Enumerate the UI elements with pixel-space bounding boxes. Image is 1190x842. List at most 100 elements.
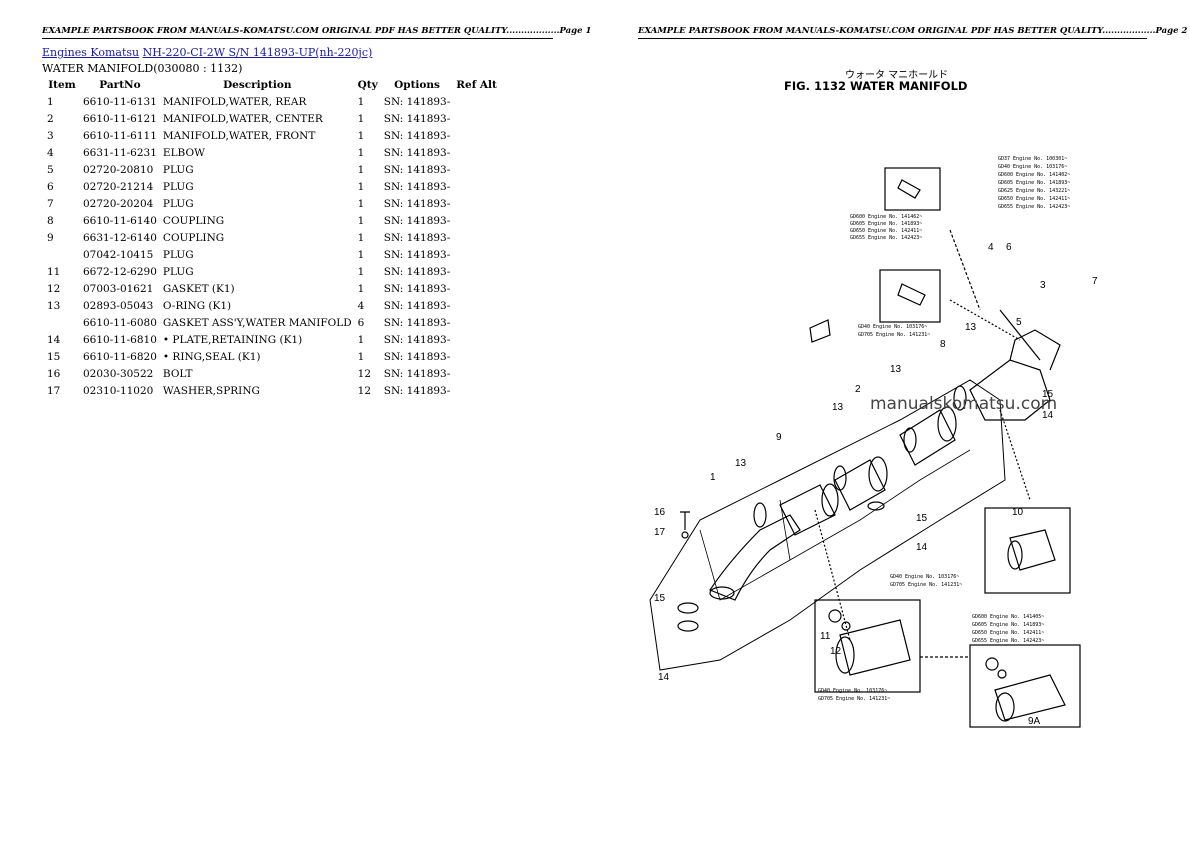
col-header-options: Options <box>394 79 440 91</box>
cell-item: 14 <box>47 333 61 346</box>
cell-options: SN: 141893- <box>383 112 451 125</box>
svg-text:11: 11 <box>820 631 831 642</box>
cell-qty: 1 <box>357 350 365 363</box>
cell-ref-alt <box>453 280 500 297</box>
cell-ref-alt <box>453 263 500 280</box>
cell-options: SN: 141893- <box>383 163 451 176</box>
col-header-qty: Qty <box>357 79 378 91</box>
svg-text:GD650 Engine No. 142411~: GD650 Engine No. 142411~ <box>850 228 922 234</box>
cell-partno: 02310-11020 <box>83 384 154 397</box>
cell-description: COUPLING <box>162 231 225 244</box>
col-header-ref-alt: Ref Alt <box>456 79 497 91</box>
breadcrumb-link-model[interactable]: NH-220-CI-2W S/N 141893-UP(nh-220jc) <box>142 46 373 59</box>
cell-ref-alt <box>453 110 500 127</box>
svg-text:15: 15 <box>916 513 928 524</box>
svg-text:9: 9 <box>776 432 782 443</box>
cell-qty: 1 <box>357 282 365 295</box>
cell-description: PLUG <box>162 163 194 176</box>
cell-qty: 1 <box>357 248 365 261</box>
cell-description: MANIFOLD,WATER, FRONT <box>162 129 316 142</box>
cell-ref-alt <box>453 161 500 178</box>
cell-ref-alt <box>453 382 500 399</box>
svg-text:GD40 Engine No. 103176~: GD40 Engine No. 103176~ <box>890 574 959 580</box>
breadcrumb-link-engines[interactable]: Engines Komatsu <box>42 46 140 59</box>
cell-options: SN: 141893- <box>383 180 451 193</box>
cell-item: 1 <box>47 95 54 108</box>
svg-text:13: 13 <box>965 322 977 333</box>
cell-options: SN: 141893- <box>383 248 451 261</box>
cell-item: 3 <box>47 129 54 142</box>
svg-text:GD40 Engine No. 103176~: GD40 Engine No. 103176~ <box>998 164 1067 170</box>
cell-description: WASHER,SPRING <box>162 384 260 397</box>
svg-text:15: 15 <box>654 593 666 604</box>
svg-text:GD650 Engine No. 142411~: GD650 Engine No. 142411~ <box>998 196 1070 202</box>
svg-text:13: 13 <box>832 402 844 413</box>
svg-text:GD40 Engine No. 103176~: GD40 Engine No. 103176~ <box>858 324 927 330</box>
cell-qty: 12 <box>357 367 372 380</box>
cell-qty: 1 <box>357 129 365 142</box>
svg-text:6: 6 <box>1006 242 1012 253</box>
svg-text:8: 8 <box>940 339 946 350</box>
cell-options: SN: 141893- <box>383 282 451 295</box>
svg-text:GD625 Engine No. 143221~: GD625 Engine No. 143221~ <box>998 188 1070 194</box>
cell-partno: 6610-11-6820 <box>83 350 157 363</box>
cell-ref-alt <box>453 365 500 382</box>
svg-text:GD705 Engine No. 141231~: GD705 Engine No. 141231~ <box>858 332 930 338</box>
cell-options: SN: 141893- <box>383 265 451 278</box>
cell-qty: 1 <box>357 95 365 108</box>
svg-text:GD37 Engine No. 100301~: GD37 Engine No. 100301~ <box>998 156 1067 162</box>
cell-partno: 6610-11-6810 <box>83 333 157 346</box>
cell-partno: 6610-11-6080 <box>83 316 157 329</box>
cell-ref-alt <box>453 195 500 212</box>
section-title: WATER MANIFOLD(030080 : 1132) <box>42 62 243 75</box>
cell-item: 17 <box>47 384 61 397</box>
cell-partno: 02893-05043 <box>83 299 154 312</box>
cell-item: 9 <box>47 231 54 244</box>
svg-text:12: 12 <box>830 646 842 657</box>
cell-description: GASKET ASS'Y,WATER MANIFOLD <box>162 316 352 329</box>
cell-qty: 1 <box>357 146 365 159</box>
cell-partno: 6610-11-6121 <box>83 112 157 125</box>
svg-text:5: 5 <box>1016 317 1022 328</box>
cell-description: ELBOW <box>162 146 205 159</box>
cell-options: SN: 141893- <box>383 129 451 142</box>
svg-text:GD605 Engine No. 141893~: GD605 Engine No. 141893~ <box>972 622 1044 628</box>
cell-qty: 1 <box>357 333 365 346</box>
svg-text:GD600 Engine No. 141402~: GD600 Engine No. 141402~ <box>998 172 1070 178</box>
svg-text:17: 17 <box>654 527 666 538</box>
cell-description: MANIFOLD,WATER, REAR <box>162 95 307 108</box>
cell-item: 11 <box>47 265 61 278</box>
svg-text:16: 16 <box>654 507 666 518</box>
cell-options: SN: 141893- <box>383 299 451 312</box>
cell-ref-alt <box>453 314 500 331</box>
cell-qty: 12 <box>357 384 372 397</box>
cell-partno: 6631-12-6140 <box>83 231 157 244</box>
page-header-left: EXAMPLE PARTSBOOK FROM MANUALS-KOMATSU.C… <box>42 26 591 39</box>
cell-item: 13 <box>47 299 61 312</box>
cell-description: • PLATE,RETAINING (K1) <box>162 333 303 346</box>
svg-text:GD605 Engine No. 141893~: GD605 Engine No. 141893~ <box>850 221 922 227</box>
svg-text:GD605 Engine No. 141893~: GD605 Engine No. 141893~ <box>998 180 1070 186</box>
cell-ref-alt <box>453 348 500 365</box>
col-header-item: Item <box>48 79 76 91</box>
cell-ref-alt <box>453 144 500 161</box>
svg-text:GD655 Engine No. 142423~: GD655 Engine No. 142423~ <box>998 204 1070 210</box>
watermark: manualskomatsu.com <box>870 394 1058 414</box>
cell-qty: 1 <box>357 197 365 210</box>
cell-description: PLUG <box>162 180 194 193</box>
cell-qty: 6 <box>357 316 365 329</box>
table-row: 6610-11-6080 GASKET ASS'Y,WATER MANIFOLD 6… <box>42 314 500 331</box>
svg-text:GD650 Engine No. 142411~: GD650 Engine No. 142411~ <box>972 630 1044 636</box>
